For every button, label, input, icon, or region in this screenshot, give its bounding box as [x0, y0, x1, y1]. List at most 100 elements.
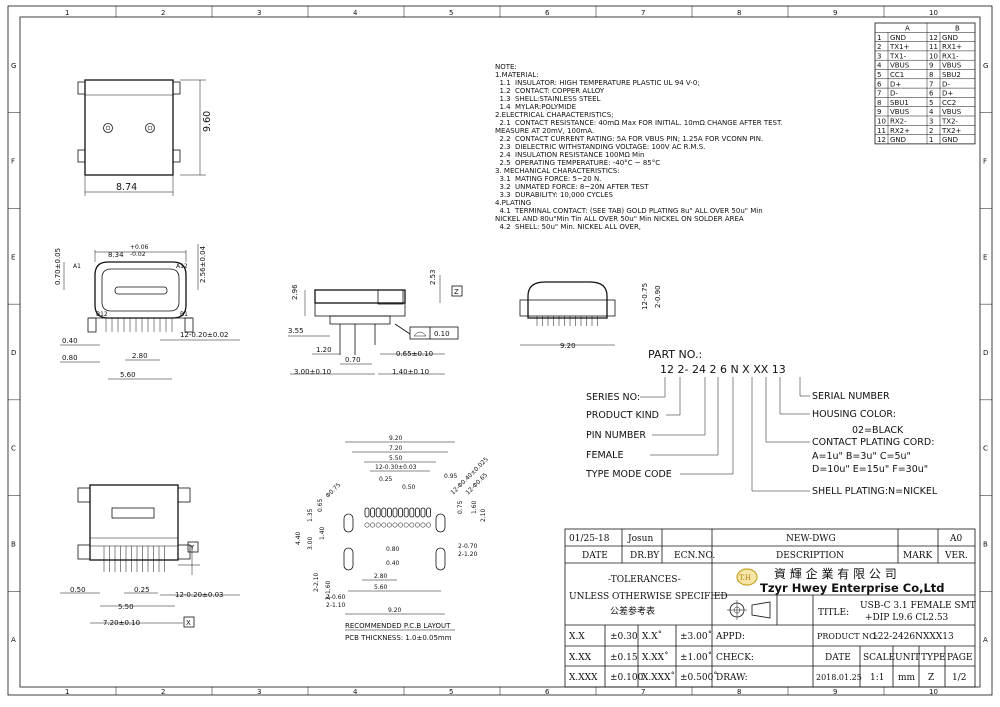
dim-rear-920: 9.20: [560, 342, 576, 350]
zone-col-bottom: 2: [161, 688, 165, 696]
label-a12: A12: [176, 263, 188, 270]
note-line: 4.1 TERMINAL CONTACT: (SEE TAB) GOLD PLA…: [495, 207, 763, 215]
dim-front-280: 2.80: [132, 352, 148, 360]
zone-col-top: 3: [257, 9, 261, 17]
dim-side-140: 1.40±0.10: [392, 368, 429, 376]
dim-side-355: 3.55: [288, 327, 304, 335]
tolerance-cell: X.X: [569, 632, 585, 642]
pcb-025: 0.25: [379, 476, 393, 483]
pin-table-cell: 5: [929, 99, 933, 107]
pin-table-cell: 6: [877, 80, 882, 88]
note-line: 3.1 MATING FORCE: 5~20 N.: [495, 175, 601, 183]
zone-row-left: B: [11, 540, 16, 548]
pcb-pads: [364, 507, 432, 528]
note-line: 2.5 OPERATING TEMPERATURE: -40°C ~ 85°C: [495, 159, 660, 167]
part-no-right-label: CONTACT PLATING CORD:: [812, 437, 934, 448]
pin-table-cell: 7: [877, 90, 881, 98]
pcb-050: 0.50: [402, 484, 416, 491]
pcb-140: 1.40: [319, 526, 326, 540]
dim-front-width: 8.34: [108, 251, 124, 259]
val-scale: 1:1: [870, 673, 884, 683]
zone-col-top: 4: [353, 9, 358, 17]
label-a1: A1: [73, 263, 81, 270]
pin-table-cell: 4: [877, 62, 882, 70]
hdr-drby: DR.BY: [630, 551, 660, 561]
pin-table-cell: 2: [929, 127, 933, 135]
pcb-920: 9.20: [389, 435, 403, 442]
zone-col-bottom: 4: [353, 688, 358, 696]
tolerance-cell: ±0.500˚: [680, 671, 718, 683]
tol-title: -TOLERANCES-: [608, 575, 681, 585]
pcb-065: 0.65: [317, 498, 324, 512]
zone-row-right: F: [983, 158, 987, 166]
check-label: CHECK:: [716, 653, 754, 663]
pin-table-cell: RX1-: [942, 52, 959, 60]
pcb-thickness: PCB THICKNESS: 1.0±0.05mm: [345, 634, 452, 642]
pcb-pad: [381, 507, 387, 518]
pcb-210: 2.10: [480, 508, 487, 522]
pin-table-cell: D+: [890, 80, 901, 88]
note-line: 2.1 CONTACT RESISTANCE: 40mΩ Max FOR INI…: [495, 119, 783, 127]
val-page: 1/2: [952, 673, 966, 683]
pin-table-cell: GND: [942, 34, 958, 42]
pcb-2-110: 2-1.10: [326, 602, 346, 609]
pcb-550: 5.50: [389, 455, 403, 462]
part-no-right-label: A=1u" B=3u" C=5u": [812, 451, 911, 462]
dim-bot-050: 0.50: [70, 586, 86, 594]
zone-col-bottom: 8: [737, 688, 741, 696]
pin-table-cell: 10: [929, 52, 938, 60]
pcb-pad: [398, 507, 404, 518]
dim-rear-075: 12-0.75: [641, 283, 649, 310]
zone-col-bottom: 9: [833, 688, 837, 696]
tolerance-cell: ±0.15: [610, 653, 638, 663]
product-no-label: PRODUCT NO:: [817, 632, 878, 641]
dim-front-h: 0.70±0.05: [54, 248, 62, 285]
pcb-2-070: 2-0.70: [458, 543, 478, 550]
pin-table-cell: 8: [877, 99, 881, 107]
rear-view: 9.20 12-0.75 2-0.90: [519, 281, 662, 350]
dim-front-pitch: 12-0.20±0.02: [180, 331, 228, 339]
note-line: 3. MECHANICAL CHARACTERISTICS:: [495, 167, 620, 175]
zone-col-top: 5: [449, 9, 453, 17]
pin-table-cell: 2: [877, 43, 881, 51]
dim-bot-025: 0.25: [134, 586, 150, 594]
pcb-075: Φ0.75: [324, 482, 342, 500]
dim-bot-720: 7.20±0.10: [103, 619, 140, 627]
pin-table-cell: D-: [890, 90, 898, 98]
pcb-720: 7.20: [389, 445, 403, 452]
zone-row-right: A: [983, 636, 988, 644]
pin-table-cell: VBUS: [942, 62, 962, 70]
pin-table-cell: 7: [929, 80, 933, 88]
dim-front-040: 0.40: [62, 337, 78, 345]
pin-table-cell: GND: [890, 136, 906, 144]
hdr2-type: TYPE: [921, 653, 946, 663]
pin-table-cell: TX1+: [889, 43, 910, 51]
note-line: 1.4 MYLAR:POLYMIDE: [495, 103, 576, 111]
title-label: TITLE:: [818, 608, 849, 618]
zone-row-left: G: [11, 62, 16, 70]
pcb-095: 0.95: [444, 473, 458, 480]
pin-table-cell: 1: [929, 136, 933, 144]
note-line: 2.ELECTRICAL CHARACTERISTICS;: [495, 111, 614, 119]
pcb-hole: [392, 522, 398, 528]
front-view: 8.34 +0.06 -0.02 0.70±0.05 2.56±0.04 A1 …: [54, 244, 240, 380]
front-pins: [87, 317, 194, 333]
note-line: 2.3 DIELECTRIC WITHSTANDING VOLTAGE: 100…: [495, 143, 705, 151]
zone-row-right: E: [983, 253, 987, 261]
zone-col-top: 8: [737, 9, 741, 17]
rear-pins: [536, 316, 598, 326]
title-block: 01/25-18 Josun NEW-DWG A0 DATE DR.BY ECN…: [564, 528, 976, 688]
tolerance-cell: X.XXX˚: [642, 671, 675, 683]
dim-front-width-tol-dn: -0.02: [130, 251, 146, 258]
pcb-2-060: 2-0.60: [326, 594, 346, 601]
pcb-hole: [398, 522, 404, 528]
zone-row-left: E: [11, 253, 15, 261]
pin-table-cell: 3: [877, 52, 881, 60]
hdr2-date: DATE: [825, 653, 851, 663]
part-no-label: PART NO.:: [648, 348, 702, 361]
note-line: NICKEL AND 80u"Min Tin ALL OVER 50u" Min…: [495, 215, 744, 223]
bottom-pins: [103, 546, 165, 572]
